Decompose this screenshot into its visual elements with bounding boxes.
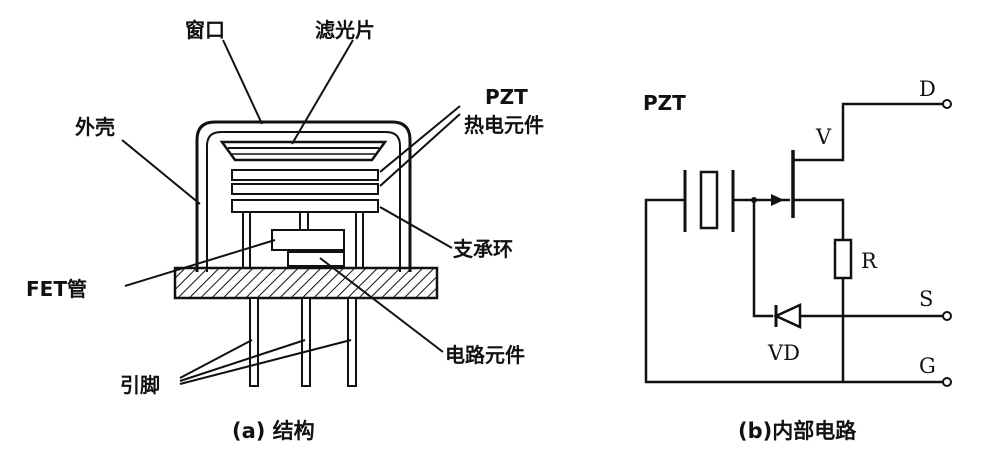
label-r: R bbox=[861, 249, 878, 273]
terminal-s bbox=[942, 311, 952, 321]
caption-structure: (a) 结构 bbox=[232, 419, 315, 443]
support-ring bbox=[231, 199, 379, 213]
label-fet: FET管 bbox=[26, 277, 87, 301]
base-plate bbox=[173, 266, 439, 300]
label-pyro-element: 热电元件 bbox=[464, 113, 544, 137]
housing-outer bbox=[195, 120, 412, 272]
label-g: G bbox=[919, 354, 936, 378]
label-filter: 滤光片 bbox=[315, 18, 375, 42]
label-circuit-pzt: PZT bbox=[643, 91, 686, 115]
leader-pin-2 bbox=[179, 339, 306, 382]
caption-circuit: (b)内部电路 bbox=[738, 419, 857, 443]
leader-pzt-2 bbox=[379, 113, 461, 187]
label-circuit-element: 电路元件 bbox=[445, 343, 525, 367]
pyro-layer-1 bbox=[231, 169, 379, 181]
pin-left bbox=[249, 297, 259, 387]
pzt-crystal bbox=[699, 170, 719, 230]
label-d: D bbox=[919, 77, 936, 101]
structure-drawing: 窗口 滤光片 PZT 热电元件 外壳 支承环 FET管 电路元件 引脚 (a) … bbox=[26, 18, 544, 443]
filter-plate bbox=[219, 140, 388, 162]
pin-right bbox=[347, 297, 357, 387]
label-vd: VD bbox=[767, 341, 800, 365]
label-support-ring: 支承环 bbox=[453, 237, 513, 261]
label-s: S bbox=[919, 287, 933, 311]
label-v: V bbox=[815, 125, 832, 149]
leader-circuit bbox=[319, 257, 444, 353]
leader-pin-1 bbox=[179, 339, 253, 379]
circuit-element-block bbox=[287, 251, 345, 267]
terminal-g bbox=[942, 377, 952, 387]
label-pins: 引脚 bbox=[120, 373, 160, 397]
leader-filter bbox=[291, 39, 354, 145]
leader-pin-3 bbox=[179, 339, 352, 385]
pyro-layer-2 bbox=[231, 183, 379, 195]
leader-window bbox=[222, 39, 263, 125]
terminal-d bbox=[942, 99, 952, 109]
fet-block bbox=[271, 229, 345, 251]
leader-housing bbox=[121, 139, 201, 205]
gate-arrow bbox=[771, 194, 784, 206]
diode-vd bbox=[772, 303, 802, 329]
pin-middle bbox=[301, 297, 311, 387]
leader-pzt-1 bbox=[379, 105, 461, 173]
leader-fet bbox=[124, 239, 276, 287]
resistor-r bbox=[833, 238, 853, 280]
label-window: 窗口 bbox=[185, 18, 225, 42]
circuit-drawing: PZT V D R S VD G (b)内部电路 bbox=[643, 77, 952, 443]
label-housing: 外壳 bbox=[75, 115, 115, 139]
label-pzt: PZT bbox=[485, 85, 528, 109]
leader-support-ring bbox=[379, 206, 453, 249]
housing-inner bbox=[206, 131, 401, 272]
